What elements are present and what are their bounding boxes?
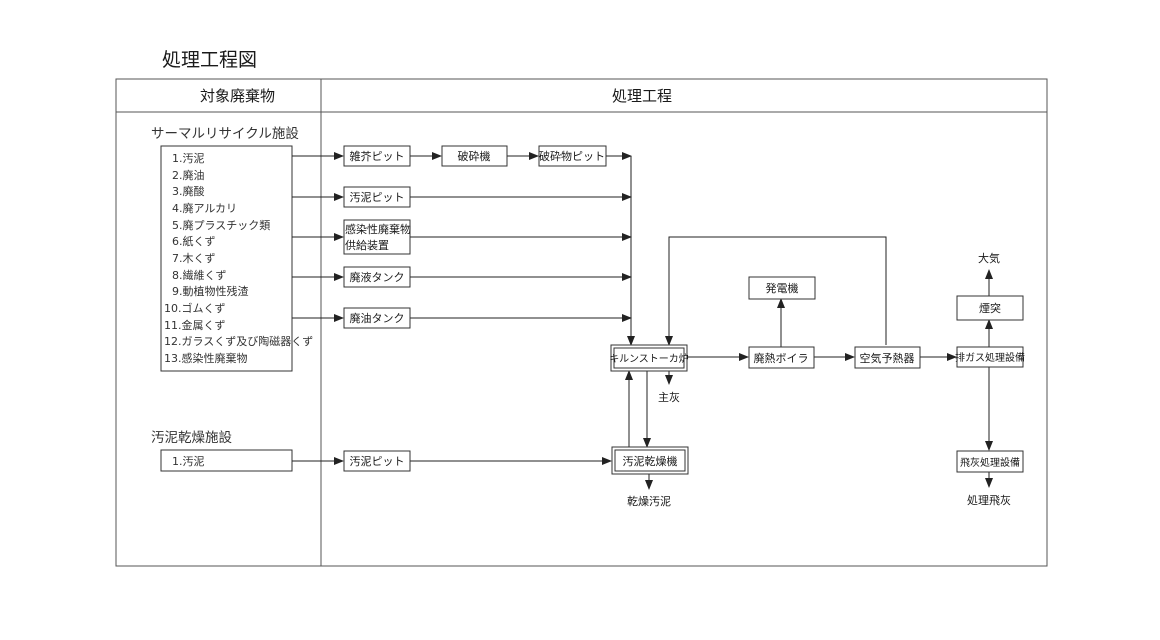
waste-list-thermal xyxy=(160,145,293,372)
waste-item: 1.汚泥 xyxy=(172,455,205,468)
waste-item: 2.廃油 xyxy=(172,168,205,182)
waste-item: 13.感染性廃棄物 xyxy=(164,351,248,365)
waste-item: 7.木くず xyxy=(172,252,216,265)
node-label: 廃熱ボイラ xyxy=(754,351,809,365)
atmosphere-label: 大気 xyxy=(978,251,1000,265)
node-label: 汚泥ピット xyxy=(350,191,405,204)
waste-item: 11.金属くず xyxy=(164,318,226,332)
page-title: 処理工程図 xyxy=(162,49,257,71)
node-kiln-stoker-furnace: キルンストーカ炉 xyxy=(609,344,689,372)
node-sludge-dryer: 汚泥乾燥機 xyxy=(611,446,689,475)
node-label: 廃液タンク xyxy=(350,270,405,284)
node-label: 破砕機 xyxy=(458,149,491,163)
node-exhaust-treatment: 排ガス処理設備 xyxy=(955,346,1025,368)
main-ash-label: 主灰 xyxy=(658,390,680,404)
node-infectious-feeder: 感染性廃棄物 供給装置 xyxy=(343,219,411,255)
waste-item: 8.繊維くず xyxy=(172,269,227,282)
node-label: 飛灰処理設備 xyxy=(960,456,1020,469)
node-generator: 発電機 xyxy=(748,276,816,300)
waste-item: 5.廃プラスチック類 xyxy=(172,218,270,232)
node-sludge-pit-2: 汚泥ピット xyxy=(343,450,411,472)
waste-item: 3.廃酸 xyxy=(172,184,205,198)
node-waste-liquid-tank: 廃液タンク xyxy=(343,266,411,288)
facility-name-thermal: サーマルリサイクル施設 xyxy=(151,126,299,142)
node-label: 汚泥乾燥機 xyxy=(623,454,678,468)
node-sludge-pit: 汚泥ピット xyxy=(343,186,411,208)
node-crushed-pit: 破砕物ピット xyxy=(538,145,607,167)
table-frame xyxy=(115,78,1048,567)
waste-item: 9.動植物性残渣 xyxy=(172,284,249,298)
node-label: 破砕物ピット xyxy=(539,149,605,163)
waste-item: 1.汚泥 xyxy=(172,152,205,165)
header-target-waste: 対象廃棄物 xyxy=(200,87,275,105)
waste-item: 4.廃アルカリ xyxy=(172,201,237,215)
node-label: 煙突 xyxy=(979,301,1001,315)
dried-sludge-label: 乾燥汚泥 xyxy=(627,495,671,508)
waste-items-thermal: 1.汚泥 2.廃油 3.廃酸 4.廃アルカリ 5.廃プラスチック類 6.紙くず … xyxy=(164,152,313,365)
waste-item: 12.ガラスくず及び陶磁器くず xyxy=(164,334,313,348)
node-waste-oil-tank: 廃油タンク xyxy=(343,307,411,329)
node-label: 排ガス処理設備 xyxy=(955,351,1025,364)
node-label: 発電機 xyxy=(766,281,799,295)
waste-item: 6.紙くず xyxy=(172,234,216,248)
node-fly-ash-treatment: 飛灰処理設備 xyxy=(956,450,1024,473)
node-waste-heat-boiler: 廃熱ボイラ xyxy=(748,346,815,369)
facility-name-sludge: 汚泥乾燥施設 xyxy=(151,430,232,446)
node-zatsukai-pit: 雑芥ピット xyxy=(343,145,411,167)
node-crusher: 破砕機 xyxy=(441,145,508,167)
node-label: 感染性廃棄物 xyxy=(345,222,411,236)
node-air-preheater: 空気予熱器 xyxy=(854,346,921,369)
node-stack: 煙突 xyxy=(956,295,1024,321)
node-label: 供給装置 xyxy=(345,238,389,252)
node-label: 雑芥ピット xyxy=(350,149,405,163)
node-label: 空気予熱器 xyxy=(860,351,915,365)
header-process: 処理工程 xyxy=(612,87,672,105)
node-label: キルンストーカ炉 xyxy=(609,353,689,365)
treated-fly-ash-label: 処理飛灰 xyxy=(967,493,1011,507)
node-label: 汚泥ピット xyxy=(350,455,405,468)
waste-item: 10.ゴムくず xyxy=(164,301,226,315)
node-label: 廃油タンク xyxy=(350,311,405,325)
flow-lines xyxy=(292,152,993,490)
